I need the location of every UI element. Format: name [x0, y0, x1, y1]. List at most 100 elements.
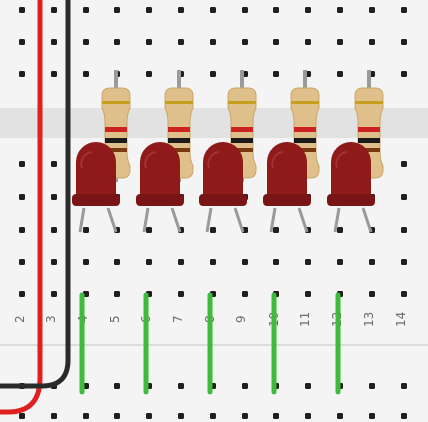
hole-r9-c7: [242, 413, 248, 419]
hole-r9-c5: [178, 413, 184, 419]
hole-r1-c0: [19, 39, 25, 45]
hole-r7-c7: [242, 291, 248, 297]
hole-r2-c12: [401, 71, 407, 77]
hole-r7-c12: [401, 291, 407, 297]
black-ground-wire[interactable]: [0, 0, 71, 389]
hole-r4-c12: [401, 194, 407, 200]
column-label-14: 14: [394, 312, 408, 327]
hole-r3-c12: [401, 161, 407, 167]
hole-r9-c1: [51, 413, 57, 419]
hole-r5-c12: [401, 227, 407, 233]
hole-r0-c11: [369, 7, 375, 13]
hole-r1-c7: [242, 39, 248, 45]
hole-r9-c0: [19, 413, 25, 419]
hole-r9-c6: [210, 413, 216, 419]
hole-r1-c4: [146, 39, 152, 45]
hole-r0-c5: [178, 7, 184, 13]
hole-r5-c6: [210, 227, 216, 233]
hole-r2-c8: [273, 71, 279, 77]
column-label-13: 13: [362, 312, 376, 327]
hole-r8-c9: [305, 383, 311, 389]
hole-r1-c8: [273, 39, 279, 45]
hole-r9-c10: [337, 413, 343, 419]
column-label-11: 11: [298, 312, 312, 327]
hole-r5-c1: [51, 227, 57, 233]
column-label-5: 5: [108, 315, 122, 323]
column-label-3: 3: [44, 315, 58, 323]
hole-r7-c5: [178, 291, 184, 297]
hole-r0-c0: [19, 7, 25, 13]
hole-r4-c0: [19, 194, 25, 200]
hole-r0-c9: [305, 7, 311, 13]
column-label-2: 2: [13, 315, 27, 323]
hole-r8-c12: [401, 383, 407, 389]
hole-r9-c2: [83, 413, 89, 419]
hole-r6-c12: [401, 259, 407, 265]
led-5[interactable]: [327, 142, 375, 233]
hole-r0-c3: [114, 7, 120, 13]
hole-r2-c4: [146, 71, 152, 77]
hole-r1-c11: [369, 39, 375, 45]
hole-r8-c3: [114, 383, 120, 389]
column-label-9: 9: [234, 315, 248, 323]
hole-r2-c6: [210, 71, 216, 77]
hole-r2-c1: [51, 71, 57, 77]
hole-r5-c10: [337, 227, 343, 233]
hole-r0-c6: [210, 7, 216, 13]
hole-r5-c2: [83, 227, 89, 233]
hole-r1-c9: [305, 39, 311, 45]
hole-r9-c11: [369, 413, 375, 419]
hole-r7-c1: [51, 291, 57, 297]
hole-r5-c4: [146, 227, 152, 233]
hole-r6-c0: [19, 259, 25, 265]
hole-r6-c6: [210, 259, 216, 265]
hole-r6-c9: [305, 259, 311, 265]
hole-r9-c4: [146, 413, 152, 419]
hole-r0-c2: [83, 7, 89, 13]
hole-r0-c7: [242, 7, 248, 13]
hole-r6-c4: [146, 259, 152, 265]
hole-r8-c5: [178, 383, 184, 389]
hole-r9-c9: [305, 413, 311, 419]
hole-r8-c7: [242, 383, 248, 389]
hole-r0-c10: [337, 7, 343, 13]
hole-r4-c1: [51, 194, 57, 200]
hole-r7-c0: [19, 291, 25, 297]
hole-r6-c7: [242, 259, 248, 265]
hole-r7-c11: [369, 291, 375, 297]
led-3[interactable]: [199, 142, 247, 233]
hole-r6-c1: [51, 259, 57, 265]
hole-r6-c5: [178, 259, 184, 265]
hole-r7-c9: [305, 291, 311, 297]
hole-r2-c2: [83, 71, 89, 77]
hole-r2-c10: [337, 71, 343, 77]
red-power-wire[interactable]: [0, 0, 43, 415]
hole-r5-c8: [273, 227, 279, 233]
led-4[interactable]: [263, 142, 311, 233]
hole-r9-c12: [401, 413, 407, 419]
hole-r0-c4: [146, 7, 152, 13]
hole-r9-c8: [273, 413, 279, 419]
led-2[interactable]: [136, 142, 184, 233]
hole-r0-c12: [401, 7, 407, 13]
hole-r1-c10: [337, 39, 343, 45]
hole-r2-c0: [19, 71, 25, 77]
column-label-7: 7: [171, 315, 185, 323]
hole-r0-c8: [273, 7, 279, 13]
hole-r6-c10: [337, 259, 343, 265]
hole-r9-c3: [114, 413, 120, 419]
hole-r0-c1: [51, 7, 57, 13]
hole-r6-c8: [273, 259, 279, 265]
hole-r7-c3: [114, 291, 120, 297]
hole-r1-c5: [178, 39, 184, 45]
led-1[interactable]: [72, 142, 120, 233]
hole-r1-c12: [401, 39, 407, 45]
hole-r1-c2: [83, 39, 89, 45]
hole-r8-c11: [369, 383, 375, 389]
hole-r5-c0: [19, 227, 25, 233]
hole-r3-c1: [51, 161, 57, 167]
hole-r6-c2: [83, 259, 89, 265]
hole-r6-c3: [114, 259, 120, 265]
